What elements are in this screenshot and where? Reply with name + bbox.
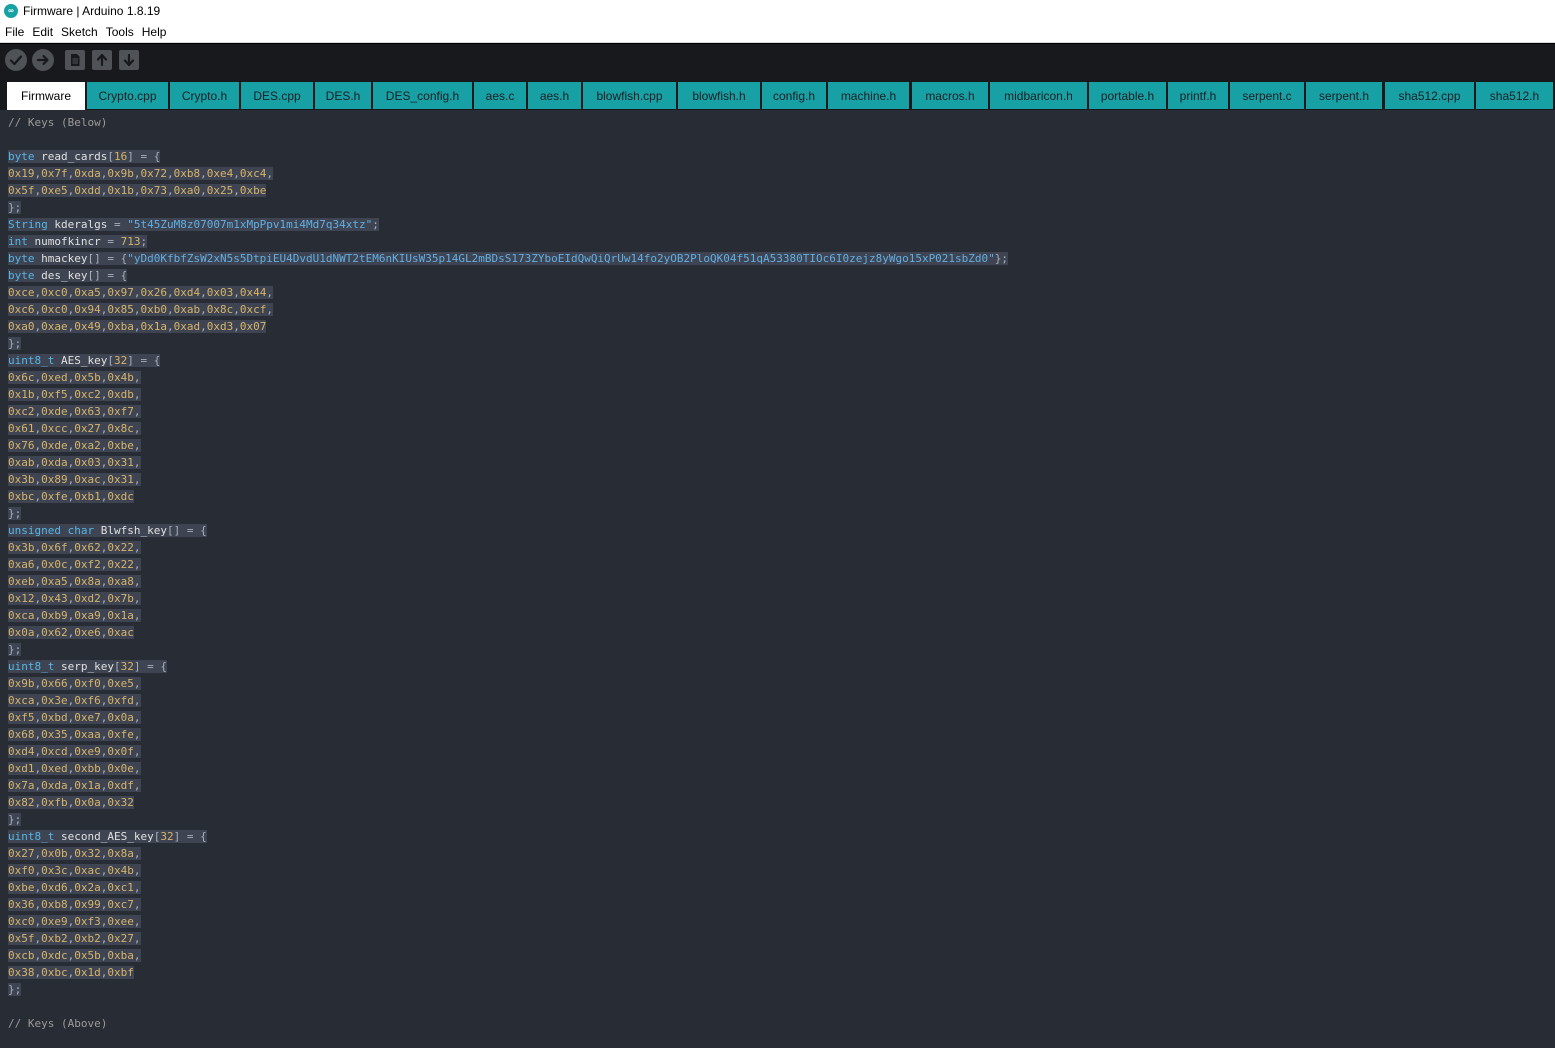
- code-line: 0x1b,0xf5,0xc2,0xdb,: [8, 388, 141, 401]
- tab-des-cpp[interactable]: DES.cpp: [241, 82, 313, 109]
- open-button[interactable]: [92, 50, 112, 70]
- code-line: 0xd1,0xed,0xbb,0x0e,: [8, 762, 141, 775]
- upload-button[interactable]: [32, 49, 54, 71]
- verify-button[interactable]: [5, 49, 27, 71]
- code-line: 0x27,0x0b,0x32,0x8a,: [8, 847, 141, 860]
- code-line: 0x0a,0x62,0xe6,0xac: [8, 626, 134, 639]
- code-line: 0x76,0xde,0xa2,0xbe,: [8, 439, 141, 452]
- tab-macros-h[interactable]: macros.h: [912, 82, 988, 109]
- code-line: uint8_t AES_key[32] = {: [8, 354, 161, 367]
- menu-tools[interactable]: Tools: [105, 25, 134, 39]
- tab-des-config-h[interactable]: DES_config.h: [373, 82, 472, 109]
- code-line: 0x38,0xbc,0x1d,0xbf: [8, 966, 134, 979]
- code-line: int numofkincr = 713;: [8, 235, 148, 248]
- code-line: 0xbc,0xfe,0xb1,0xdc: [8, 490, 134, 503]
- code-line: byte hmackey[] = {"yDd0KfbfZsW2xN5s5Dtpi…: [8, 252, 1009, 265]
- code-line: };: [8, 507, 22, 520]
- tab-midbaricon-h[interactable]: midbaricon.h: [990, 82, 1087, 109]
- code-line: 0x9b,0x66,0xf0,0xe5,: [8, 677, 141, 690]
- save-button[interactable]: [119, 50, 139, 70]
- tab-serpent-c[interactable]: serpent.c: [1230, 82, 1304, 109]
- code-line: 0x3b,0x6f,0x62,0x22,: [8, 541, 141, 554]
- code-line: 0x5f,0xb2,0xb2,0x27,: [8, 932, 141, 945]
- tab-aes-c[interactable]: aes.c: [474, 82, 526, 109]
- new-file-icon: [71, 54, 80, 66]
- window-title: Firmware | Arduino 1.8.19: [23, 4, 161, 18]
- code-line: 0x5f,0xe5,0xdd,0x1b,0x73,0xa0,0x25,0xbe: [8, 184, 267, 197]
- menu-bar: File Edit Sketch Tools Help: [0, 22, 1555, 43]
- menu-sketch[interactable]: Sketch: [61, 25, 98, 39]
- code-line: 0xce,0xc0,0xa5,0x97,0x26,0xd4,0x03,0x44,: [8, 286, 273, 299]
- arrow-up-icon: [96, 53, 108, 67]
- menu-help[interactable]: Help: [141, 25, 167, 39]
- tab-config-h[interactable]: config.h: [762, 82, 826, 109]
- code-line: 0xf0,0x3c,0xac,0x4b,: [8, 864, 141, 877]
- code-line: 0x36,0xb8,0x99,0xc7,: [8, 898, 141, 911]
- tab-portable-h[interactable]: portable.h: [1089, 82, 1166, 109]
- code-line: 0xa6,0x0c,0xf2,0x22,: [8, 558, 141, 571]
- tab-crypto-h[interactable]: Crypto.h: [170, 82, 239, 109]
- tab-crypto-cpp[interactable]: Crypto.cpp: [87, 82, 168, 109]
- code-line: unsigned char Blwfsh_key[] = {: [8, 524, 207, 537]
- code-line: 0x82,0xfb,0x0a,0x32: [8, 796, 134, 809]
- code-line: 0xca,0x3e,0xf6,0xfd,: [8, 694, 141, 707]
- arrow-down-icon: [123, 53, 135, 67]
- check-icon: [9, 55, 23, 66]
- tab-des-h[interactable]: DES.h: [315, 82, 371, 109]
- code-line: 0xc2,0xde,0x63,0xf7,: [8, 405, 141, 418]
- code-line: 0xc0,0xe9,0xf3,0xee,: [8, 915, 141, 928]
- code-line: 0x68,0x35,0xaa,0xfe,: [8, 728, 141, 741]
- code-line: };: [8, 643, 22, 656]
- arrow-right-icon: [36, 54, 49, 66]
- tab-serpent-h[interactable]: serpent.h: [1306, 82, 1382, 109]
- code-line: 0xc6,0xc0,0x94,0x85,0xb0,0xab,0x8c,0xcf,: [8, 303, 273, 316]
- tab-aes-h[interactable]: aes.h: [528, 82, 581, 109]
- code-line: 0xeb,0xa5,0x8a,0xa8,: [8, 575, 141, 588]
- code-line: 0x7a,0xda,0x1a,0xdf,: [8, 779, 141, 792]
- code-line: 0x3b,0x89,0xac,0x31,: [8, 473, 141, 486]
- menu-file[interactable]: File: [5, 25, 25, 39]
- tab-firmware[interactable]: Firmware: [7, 82, 85, 110]
- code-line: String kderalgs = "5t45ZuM8z07007m1xMpPp…: [8, 218, 379, 231]
- tab-sha512-h[interactable]: sha512.h: [1476, 82, 1553, 109]
- toolbar: [0, 43, 1555, 79]
- code-editor[interactable]: // Keys (Below) byte read_cards[16] = { 0x…: [0, 110, 1555, 1048]
- code-line: // Keys (Above): [8, 1017, 108, 1030]
- code-line: 0x61,0xcc,0x27,0x8c,: [8, 422, 141, 435]
- code-line: 0x12,0x43,0xd2,0x7b,: [8, 592, 141, 605]
- code-line: };: [8, 983, 22, 996]
- code-line: 0xd4,0xcd,0xe9,0x0f,: [8, 745, 141, 758]
- tab-printf-h[interactable]: printf.h: [1168, 82, 1228, 109]
- title-bar: ∞ Firmware | Arduino 1.8.19: [0, 0, 1555, 22]
- tab-machine-h[interactable]: machine.h: [828, 82, 909, 109]
- tab-sha512-cpp[interactable]: sha512.cpp: [1385, 82, 1474, 109]
- code-line: uint8_t second_AES_key[32] = {: [8, 830, 207, 843]
- code-line: 0xcb,0xdc,0x5b,0xba,: [8, 949, 141, 962]
- code-line: 0xca,0xb9,0xa9,0x1a,: [8, 609, 141, 622]
- code-line: 0xa0,0xae,0x49,0xba,0x1a,0xad,0xd3,0x07: [8, 320, 267, 333]
- code-line: 0xf5,0xbd,0xe7,0x0a,: [8, 711, 141, 724]
- arduino-logo-icon: ∞: [4, 4, 18, 18]
- tab-blowfish-h[interactable]: blowfish.h: [678, 82, 760, 109]
- code-line: 0xbe,0xd6,0x2a,0xc1,: [8, 881, 141, 894]
- code-line: 0x6c,0xed,0x5b,0x4b,: [8, 371, 141, 384]
- new-button[interactable]: [65, 50, 85, 70]
- tab-blowfish-cpp[interactable]: blowfish.cpp: [583, 82, 676, 109]
- code-line: byte des_key[] = {: [8, 269, 128, 282]
- code-line: };: [8, 337, 22, 350]
- menu-edit[interactable]: Edit: [32, 25, 54, 39]
- code-line: // Keys (Below): [8, 116, 108, 129]
- code-line: 0x19,0x7f,0xda,0x9b,0x72,0xb8,0xe4,0xc4,: [8, 167, 273, 180]
- code-line: };: [8, 201, 22, 214]
- code-line: uint8_t serp_key[32] = {: [8, 660, 167, 673]
- code-line: byte read_cards[16] = {: [8, 150, 161, 163]
- code-line: };: [8, 813, 22, 826]
- code-line: 0xab,0xda,0x03,0x31,: [8, 456, 141, 469]
